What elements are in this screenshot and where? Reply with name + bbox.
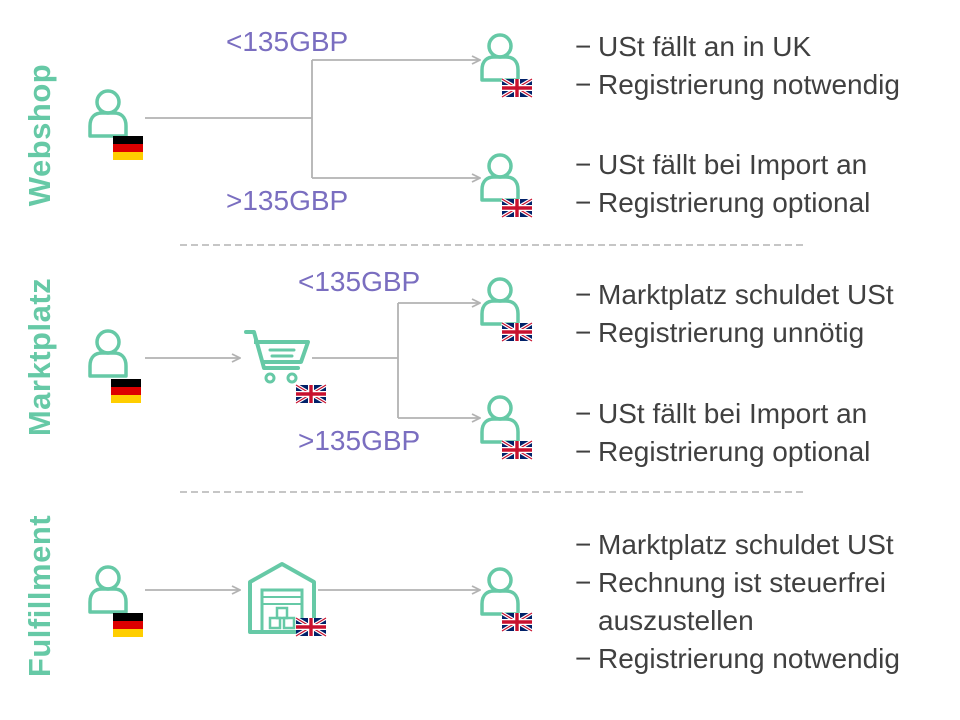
uk-flag-icon	[296, 618, 326, 636]
notes-webshop-low: −USt fällt an in UK −Registrierung notwe…	[575, 28, 900, 104]
marktplatz-seller	[88, 329, 141, 403]
person-icon	[480, 153, 520, 202]
marktplatz-connectors	[145, 303, 480, 418]
webshop-buyer-high	[480, 153, 532, 217]
note-item: −Registrierung notwendig	[575, 69, 900, 100]
threshold-label-marktplatz-low: <135GBP	[298, 266, 421, 297]
section-label-webshop: Webshop	[22, 63, 57, 207]
notes-marktplatz-low: −Marktplatz schuldet USt −Registrierung …	[575, 276, 894, 352]
threshold-label-webshop-high: >135GBP	[226, 185, 349, 216]
fulfillment-center	[248, 562, 326, 636]
note-item: −USt fällt an in UK	[575, 31, 812, 62]
uk-flag-icon	[502, 79, 532, 97]
germany-flag-icon	[111, 379, 141, 403]
note-item: −Registrierung notwendig	[575, 643, 900, 674]
note-item: −Marktplatz schuldet USt	[575, 279, 894, 310]
section-label-fulfillment: Fulfillment	[22, 514, 57, 678]
threshold-label-webshop-low: <135GBP	[226, 26, 349, 57]
threshold-label-marktplatz-high: >135GBP	[298, 425, 421, 456]
person-icon	[88, 329, 128, 378]
marketplace	[244, 330, 326, 403]
fulfillment-seller	[88, 565, 143, 637]
uk-flag-icon	[502, 199, 532, 217]
person-icon	[88, 89, 128, 138]
person-icon	[480, 33, 520, 82]
uk-flag-icon	[502, 613, 532, 631]
note-item: −USt fällt bei Import an	[575, 149, 868, 180]
germany-flag-icon	[113, 613, 143, 637]
person-icon	[480, 567, 520, 616]
webshop-seller	[88, 89, 143, 160]
fulfillment-buyer	[480, 567, 532, 631]
germany-flag-icon	[113, 136, 143, 160]
section-label-marktplatz: Marktplatz	[22, 277, 57, 437]
note-item: −Marktplatz schuldet USt	[575, 529, 894, 560]
uk-flag-icon	[296, 385, 326, 403]
webshop-connectors	[145, 60, 480, 178]
webshop-buyer-low	[480, 33, 532, 97]
note-item: −USt fällt bei Import an	[575, 398, 868, 429]
uk-flag-icon	[502, 441, 532, 459]
note-item: −Rechnung ist steuerfrei auszustellen	[575, 567, 886, 636]
marktplatz-buyer-high	[480, 395, 532, 459]
person-icon	[480, 277, 520, 326]
person-icon	[88, 565, 128, 614]
marktplatz-buyer-low	[480, 277, 532, 341]
notes-marktplatz-high: −USt fällt bei Import an −Registrierung …	[575, 395, 870, 471]
note-item: −Registrierung optional	[575, 436, 871, 467]
notes-webshop-high: −USt fällt bei Import an −Registrierung …	[575, 146, 870, 222]
uk-flag-icon	[502, 323, 532, 341]
note-item: −Registrierung optional	[575, 187, 871, 218]
shopping-cart-icon	[244, 330, 310, 384]
note-item: −Registrierung unnötig	[575, 317, 865, 348]
notes-fulfillment: −Marktplatz schuldet USt −Rechnung ist s…	[575, 526, 900, 678]
person-icon	[480, 395, 520, 444]
